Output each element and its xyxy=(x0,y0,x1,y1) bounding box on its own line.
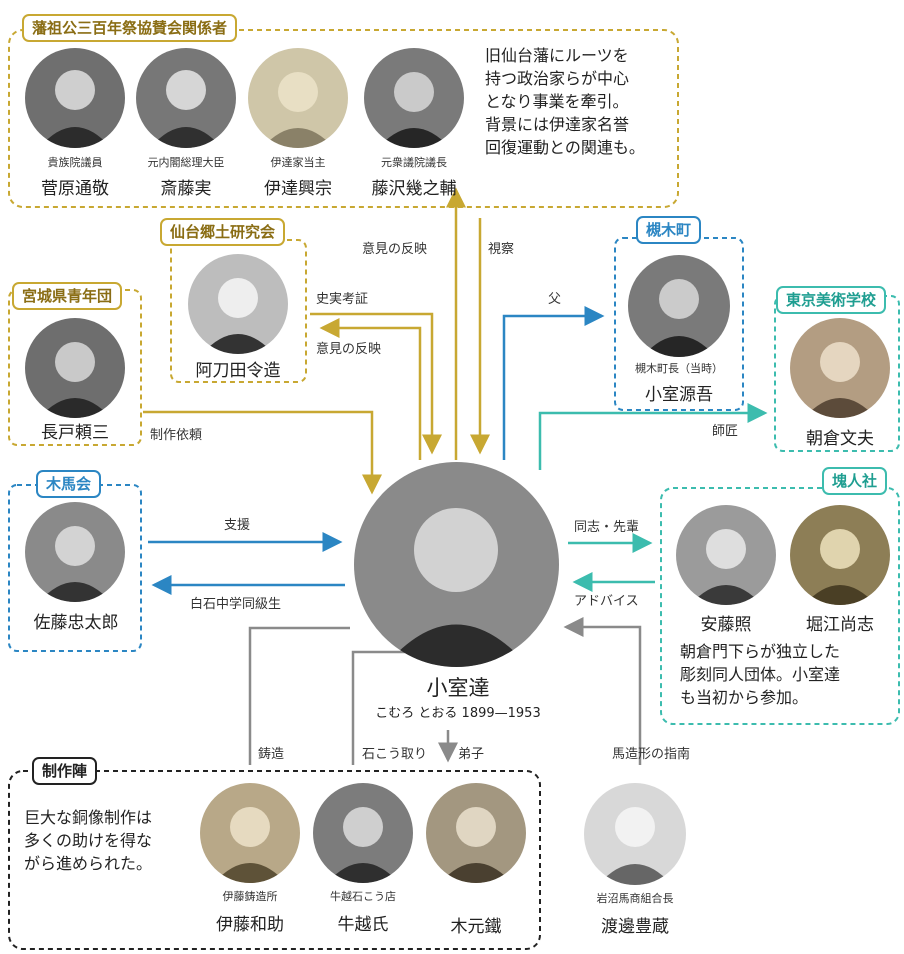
portrait-sugawara xyxy=(25,48,125,148)
group-title-seisaku: 制作陣 xyxy=(32,757,98,785)
edge-label-iken1: 意見の反映 xyxy=(362,242,428,257)
name-watanabe: 渡邊豊蔵 xyxy=(601,917,669,937)
kaijin-box xyxy=(660,487,900,725)
group-title-tokyo: 東京美術学校 xyxy=(776,286,887,314)
portrait-ando xyxy=(676,505,776,605)
role-watanabe: 岩沼馬商組合長 xyxy=(596,892,674,905)
group-title-tsukinoki: 槻木町 xyxy=(636,216,702,244)
portrait-ushikoshi xyxy=(313,783,413,883)
group-title-sendai: 仙台郷土研究会 xyxy=(160,218,286,246)
edge-label-shijitsu: 史実考証 xyxy=(316,292,369,307)
center-reading: こむろ とおる 1899—1953 xyxy=(375,706,541,721)
edge-label-shisho: 師匠 xyxy=(712,424,739,439)
name-saito: 斎藤実 xyxy=(160,179,212,199)
portrait-ito xyxy=(200,783,300,883)
role-sugawara: 貴族院議員 xyxy=(47,156,103,169)
seisaku-description: 巨大な銅像制作は 多くの助けを得な がら進められた。 xyxy=(24,808,153,873)
name-horie: 堀江尚志 xyxy=(806,615,874,635)
center-name: 小室達 xyxy=(426,676,490,700)
edge-label-deshi: 弟子 xyxy=(458,747,485,762)
edge-label-iken2: 意見の反映 xyxy=(316,342,382,357)
name-asakura: 朝倉文夫 xyxy=(806,429,874,449)
role-fujisawa: 元衆議院議長 xyxy=(381,156,447,169)
edge-label-doushi: 同志・先輩 xyxy=(574,520,640,535)
name-atoda: 阿刀田令造 xyxy=(195,361,281,381)
portrait-kimoto xyxy=(426,783,526,883)
group-title-kaijin: 塊人社 xyxy=(822,467,888,495)
edge-label-chichi: 父 xyxy=(548,292,562,307)
name-nagato: 長戸頼三 xyxy=(41,423,109,443)
edge-label-bazou: 馬造形の指南 xyxy=(612,747,691,762)
role-date: 伊達家当主 xyxy=(270,156,326,169)
portrait-fujisawa xyxy=(364,48,464,148)
portrait-date xyxy=(248,48,348,148)
name-ando: 安藤照 xyxy=(700,615,752,635)
name-sugawara: 菅原通敬 xyxy=(41,179,109,199)
kaijin-description: 朝倉門下らが独立した 彫刻同人団体。小室達 も当初から参加。 xyxy=(680,642,841,707)
edge-label-sekko: 石こう取り xyxy=(362,747,428,762)
edge-label-seisaku-irai: 制作依頼 xyxy=(150,428,203,443)
portrait-komuro-toru xyxy=(354,462,559,667)
name-date: 伊達興宗 xyxy=(264,179,332,199)
portrait-horie xyxy=(790,505,890,605)
portrait-komuro-gengo xyxy=(628,255,730,357)
role-ito: 伊藤鋳造所 xyxy=(222,890,278,903)
hanso-description: 旧仙台藩にルーツを 持つ政治家らが中心 となり事業を牽引。 背景には伊達家名誉 … xyxy=(485,46,645,157)
hanso-box xyxy=(8,29,679,208)
portrait-sato xyxy=(25,502,125,602)
group-title-miyagi: 宮城県青年団 xyxy=(12,282,123,310)
seisaku-box xyxy=(8,770,541,950)
group-title-hanso: 藩祖公三百年祭協賛会関係者 xyxy=(22,14,238,42)
name-ushikoshi: 牛越氏 xyxy=(337,915,389,935)
edge-label-shiroishi: 白石中学同級生 xyxy=(190,597,282,612)
edge-label-shisatsu: 視察 xyxy=(488,242,515,257)
portrait-saito xyxy=(136,48,236,148)
name-komuro-gengo: 小室源吾 xyxy=(645,385,713,405)
role-saito: 元内閣総理大臣 xyxy=(147,156,225,169)
name-sato: 佐藤忠太郎 xyxy=(33,613,119,633)
portrait-nagato xyxy=(25,318,125,418)
role-komuro-gengo: 槻木町長（当時） xyxy=(635,362,723,375)
name-kimoto: 木元鐵 xyxy=(450,917,502,937)
edge-label-shien: 支援 xyxy=(224,518,251,533)
name-ito: 伊藤和助 xyxy=(216,915,284,935)
name-fujisawa: 藤沢幾之輔 xyxy=(371,179,457,199)
role-ushikoshi: 牛越石こう店 xyxy=(330,890,396,903)
edge-label-chuzo: 鋳造 xyxy=(258,747,285,762)
portrait-watanabe xyxy=(584,783,686,885)
portrait-asakura xyxy=(790,318,890,418)
group-title-mokuba: 木馬会 xyxy=(36,470,102,498)
portrait-atoda xyxy=(188,254,288,354)
edge-label-advice: アドバイス xyxy=(574,594,639,609)
